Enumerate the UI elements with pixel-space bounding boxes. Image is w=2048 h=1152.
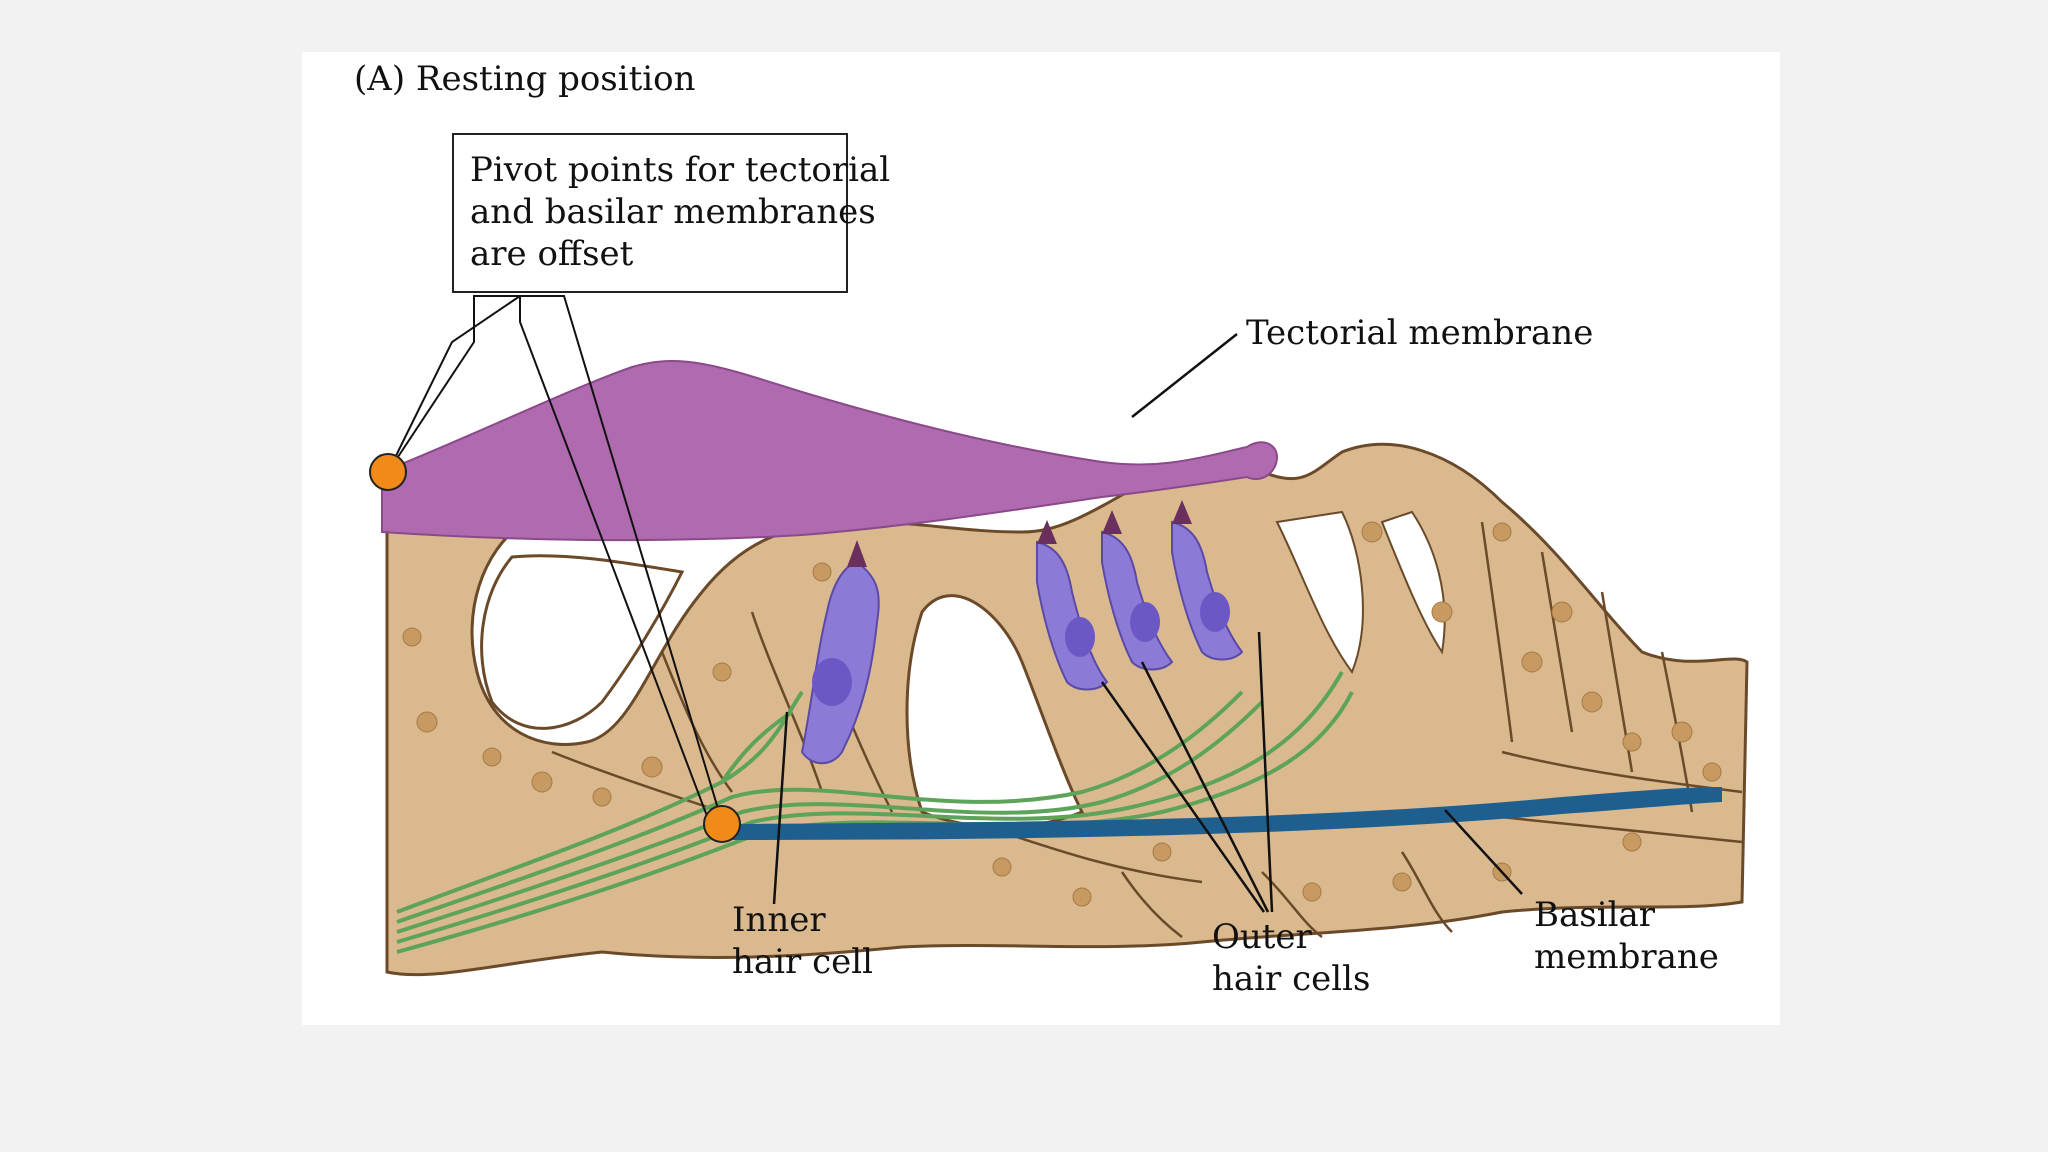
cochlea-diagram (369, 295, 1749, 977)
figure-panel: (A) Resting position Pivot points for te… (302, 52, 1780, 1025)
inner-hair-cell-label-line-1: Inner (732, 900, 826, 940)
outer-hair-cells (1036, 500, 1244, 691)
basilar-pivot-point (703, 805, 741, 843)
tectorial-membrane-label: Tectorial membrane (1246, 313, 1594, 353)
callout-line-1: Pivot points for tectorial (470, 150, 891, 190)
basilar-membrane-label-line-1: Basilar (1534, 895, 1655, 935)
tissue-nuclei (402, 521, 1722, 907)
label-leader-lines (772, 333, 1523, 913)
tectorial-membrane (381, 360, 1279, 542)
outer-hair-cells-label-line-2: hair cells (1212, 959, 1371, 999)
basilar-membrane-label-line-2: membrane (1534, 937, 1719, 977)
tectorial-pivot-point (369, 453, 407, 491)
pivot-points-callout: Pivot points for tectorial and basilar m… (452, 133, 891, 293)
basilar-membrane (732, 787, 1722, 840)
callout-line-3: are offset (470, 234, 634, 274)
inner-sulcus (480, 554, 685, 730)
inner-hair-cell-label-line-2: hair cell (732, 942, 874, 982)
outer-hair-cell-spaces (1275, 510, 1446, 675)
outer-hair-cells-label-line-1: Outer (1212, 917, 1312, 957)
inner-hair-cell (800, 540, 880, 765)
callout-line-2: and basilar membranes (470, 192, 876, 232)
panel-title: (A) Resting position (354, 59, 696, 99)
tunnel-of-corti (905, 594, 1085, 829)
callout-pointer-tectorial (387, 295, 524, 473)
